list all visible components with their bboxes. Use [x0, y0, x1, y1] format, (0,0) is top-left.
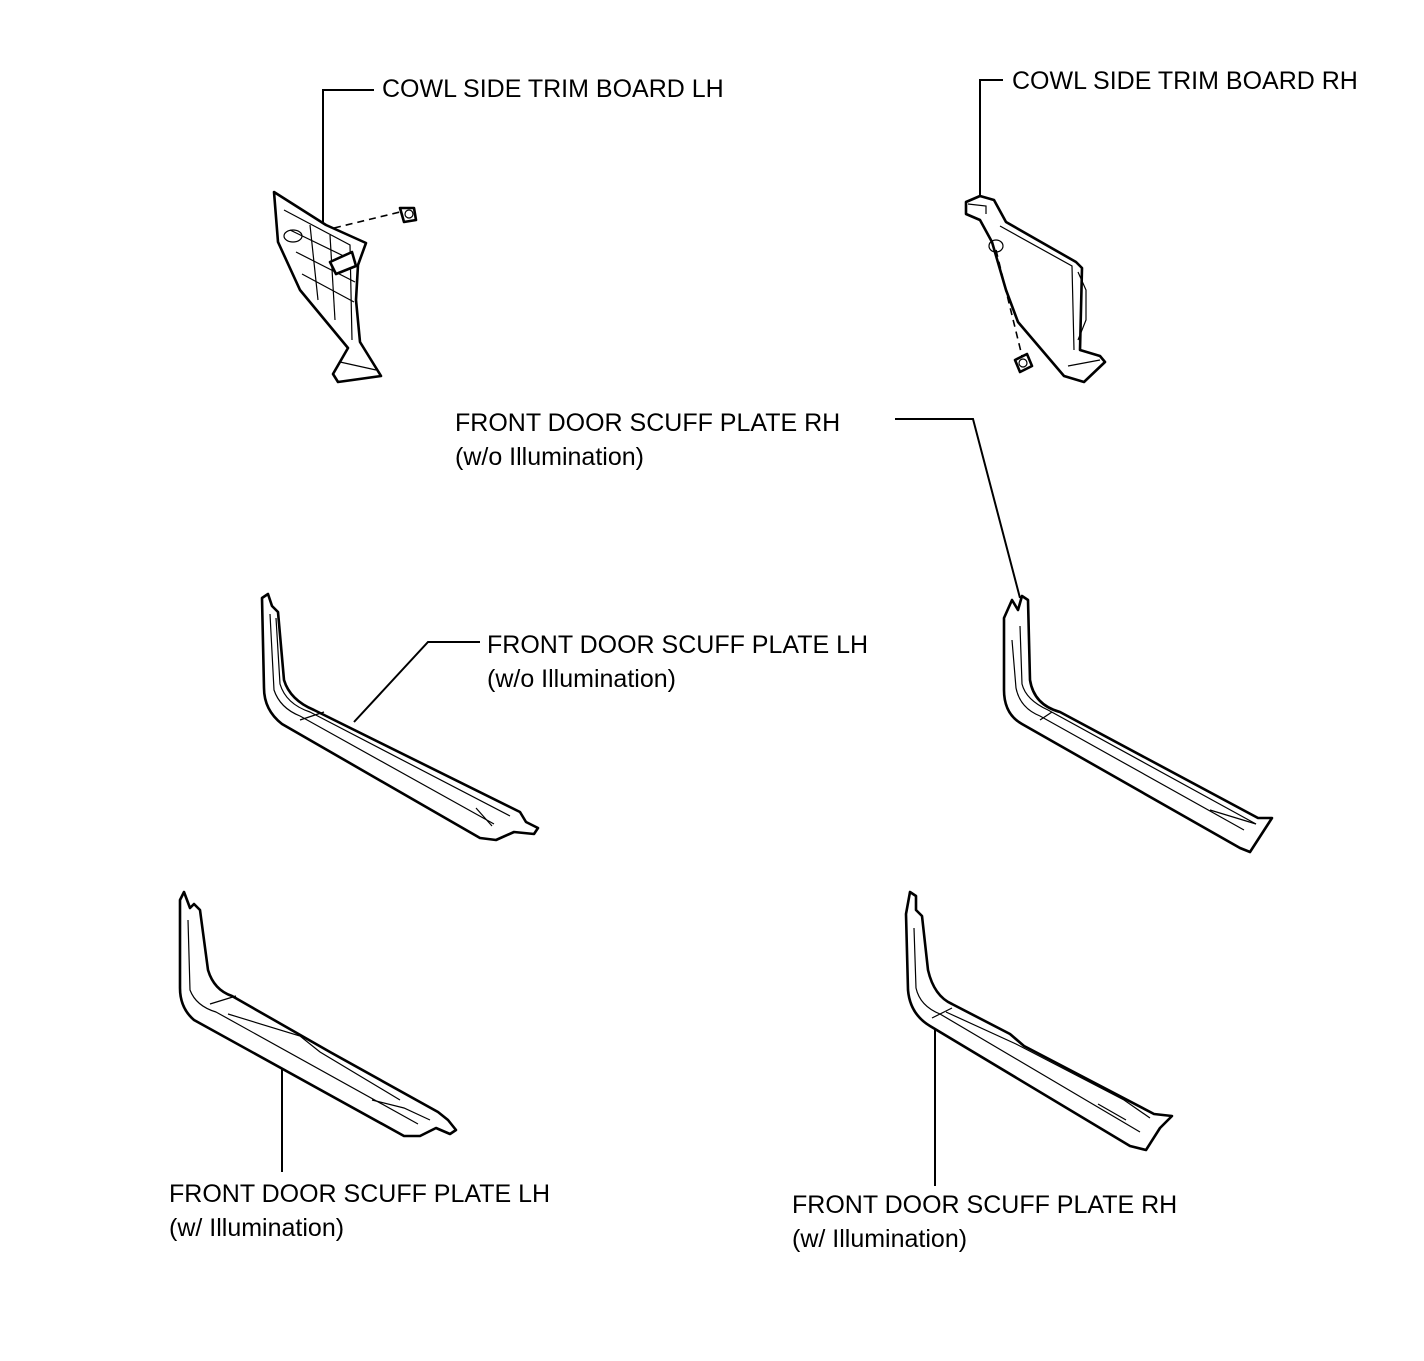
scuff-plate-lh-w-label: FRONT DOOR SCUFF PLATE LH (w/ Illuminati… — [169, 1177, 550, 1245]
cowl-side-trim-board-rh-part — [964, 194, 1107, 384]
scuff-plate-rh-wo-label: FRONT DOOR SCUFF PLATE RH (w/o Illuminat… — [455, 406, 840, 474]
scuff-plate-rh-w-label: FRONT DOOR SCUFF PLATE RH (w/ Illuminati… — [792, 1188, 1177, 1256]
scuff-plate-lh-wo-label: FRONT DOOR SCUFF PLATE LH (w/o Illuminat… — [487, 628, 868, 696]
cowl-lh-clip-dashed-line — [333, 211, 401, 229]
scuff-rh-wo-label-line2: (w/o Illumination) — [455, 443, 644, 471]
cowl-rh-clip — [1013, 352, 1034, 374]
scuff-rh-wo-label-line1: FRONT DOOR SCUFF PLATE RH — [455, 409, 841, 437]
scuff-plate-rh-w-part — [904, 890, 1174, 1152]
scuff-plate-lh-wo-part — [260, 592, 540, 842]
cowl-rh-leader-line — [979, 79, 1003, 196]
scuff-rh-w-label-line1: FRONT DOOR SCUFF PLATE RH — [792, 1191, 1178, 1219]
cowl-rh-label-line1: COWL SIDE TRIM BOARD RH — [1012, 67, 1358, 95]
cowl-lh-clip — [398, 206, 418, 224]
scuff-lh-wo-label-line1: FRONT DOOR SCUFF PLATE LH — [487, 631, 869, 659]
cowl-side-trim-board-lh-label: COWL SIDE TRIM BOARD LH — [382, 72, 724, 106]
cowl-lh-label-line1: COWL SIDE TRIM BOARD LH — [382, 75, 724, 103]
scuff-plate-rh-wo-part — [1002, 594, 1274, 854]
scuff-lh-w-label-line2: (w/ Illumination) — [169, 1214, 345, 1242]
cowl-side-trim-board-rh-label: COWL SIDE TRIM BOARD RH — [1012, 64, 1358, 98]
scuff-rh-w-label-line2: (w/ Illumination) — [792, 1225, 968, 1253]
scuff-plate-lh-w-part — [178, 890, 458, 1138]
scuff-lh-wo-label-line2: (w/o Illumination) — [487, 665, 676, 693]
cowl-lh-leader-line — [322, 89, 374, 222]
cowl-side-trim-board-lh-part — [272, 190, 383, 384]
scuff-rh-wo-leader-line — [895, 418, 1021, 599]
cowl-rh-clip-dashed-line — [995, 249, 1023, 357]
scuff-lh-wo-leader-line — [353, 641, 480, 723]
scuff-lh-w-label-line1: FRONT DOOR SCUFF PLATE LH — [169, 1180, 551, 1208]
